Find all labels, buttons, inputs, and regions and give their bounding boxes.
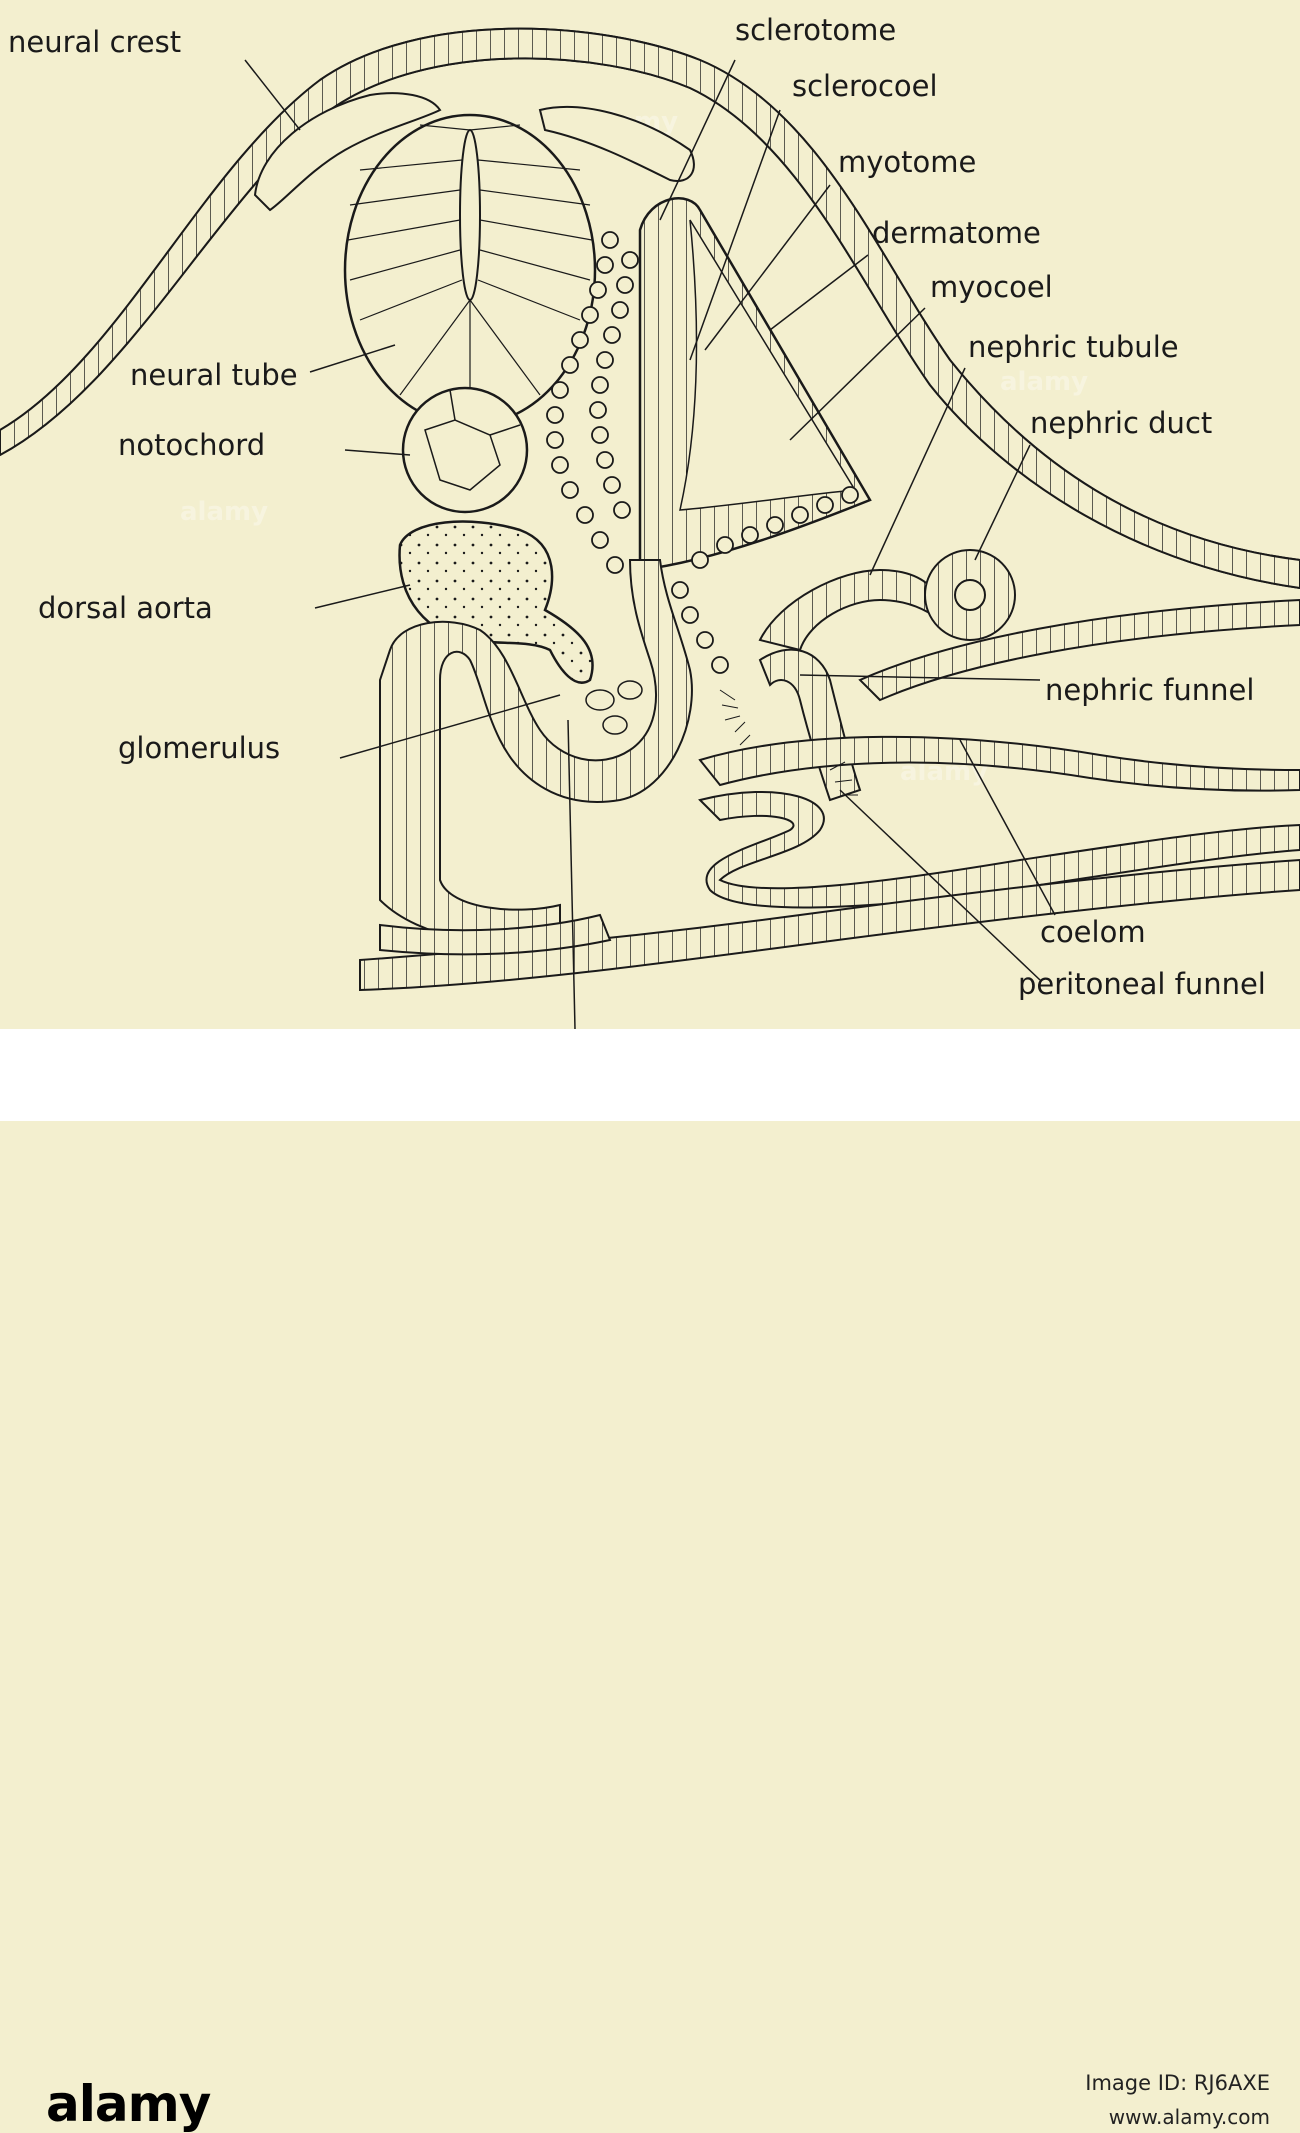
diagram-svg: alamy alamy alamy alamy: [0, 13, 1300, 1029]
ectoderm: [0, 27, 1300, 590]
label-neural-crest: neural crest: [8, 25, 181, 59]
label-neural-tube: neural tube: [130, 358, 298, 392]
labels: neural crest sclerotome sclerocoel myoto…: [8, 13, 1266, 1001]
label-dermatome: dermatome: [872, 216, 1041, 250]
label-glomerulus: glomerulus: [118, 731, 280, 765]
neural-crest-shape: [253, 92, 695, 212]
svg-text:alamy: alamy: [1000, 367, 1088, 397]
label-sclerocoel: sclerocoel: [792, 69, 938, 103]
label-peritoneal-funnel: peritoneal funnel: [1018, 967, 1266, 1001]
image-id-text: Image ID: RJ6AXE: [1085, 2071, 1270, 2095]
svg-text:alamy: alamy: [180, 497, 268, 527]
label-nephric-tubule: nephric tubule: [968, 330, 1179, 364]
notochord-shape: [401, 386, 529, 514]
sclerotome-cells: [546, 231, 859, 674]
glomerulus-shape: [379, 559, 693, 945]
footer-bar: alamy Image ID: RJ6AXE www.alamy.com: [0, 1029, 1300, 2133]
label-myotome: myotome: [838, 145, 976, 179]
label-nephric-duct: nephric duct: [1030, 406, 1212, 440]
leader-lines: [244, 59, 1056, 1029]
somite-shape: [638, 197, 872, 572]
label-myocoel: myocoel: [930, 270, 1053, 304]
alamy-logo[interactable]: alamy: [46, 2075, 211, 2133]
neural-tube-shape: [343, 113, 597, 427]
site-url-text[interactable]: www.alamy.com: [1108, 2105, 1270, 2129]
label-sclerotome: sclerotome: [735, 13, 896, 47]
label-nephric-funnel: nephric funnel: [1045, 673, 1254, 707]
label-dorsal-aorta: dorsal aorta: [38, 591, 213, 625]
label-coelom: coelom: [1040, 915, 1146, 949]
mesoderm-layers: [359, 598, 1300, 992]
label-notochord: notochord: [118, 428, 265, 462]
embryo-cross-section-figure: alamy alamy alamy alamy: [0, 0, 1300, 1029]
